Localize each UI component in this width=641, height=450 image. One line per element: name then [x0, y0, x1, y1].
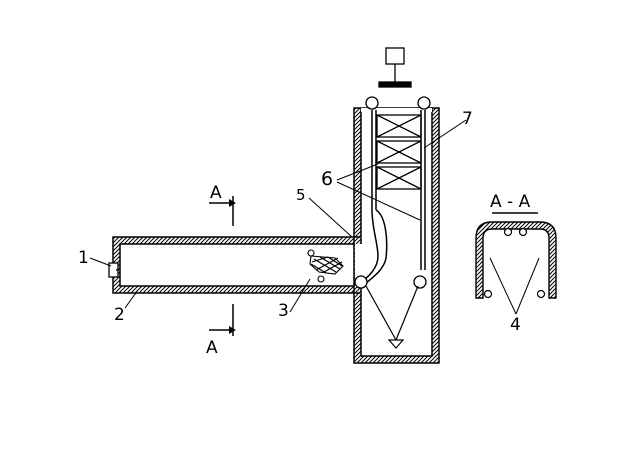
section-view-title: A - A	[490, 192, 531, 212]
section-label-top: A	[210, 183, 222, 203]
inner-baffle	[359, 110, 426, 289]
rollers	[354, 96, 431, 289]
leader-lines	[89, 119, 540, 315]
vertical-shaft	[353, 107, 440, 364]
funnel	[365, 285, 419, 349]
label-5: 5	[296, 186, 306, 204]
top-actuator	[378, 47, 412, 88]
label-4: 4	[510, 315, 521, 335]
label-6: 6	[321, 168, 333, 190]
section-cut-marks	[209, 196, 236, 336]
horizontal-chamber	[112, 236, 361, 294]
stacked-cells	[376, 114, 422, 190]
label-1: 1	[78, 248, 89, 268]
label-7: 7	[462, 109, 473, 129]
mesh-element	[307, 249, 344, 283]
label-2: 2	[114, 305, 125, 325]
sensor-1	[108, 262, 119, 278]
section-view	[475, 212, 557, 299]
section-label-bottom: A	[206, 338, 218, 358]
label-3: 3	[278, 301, 289, 321]
